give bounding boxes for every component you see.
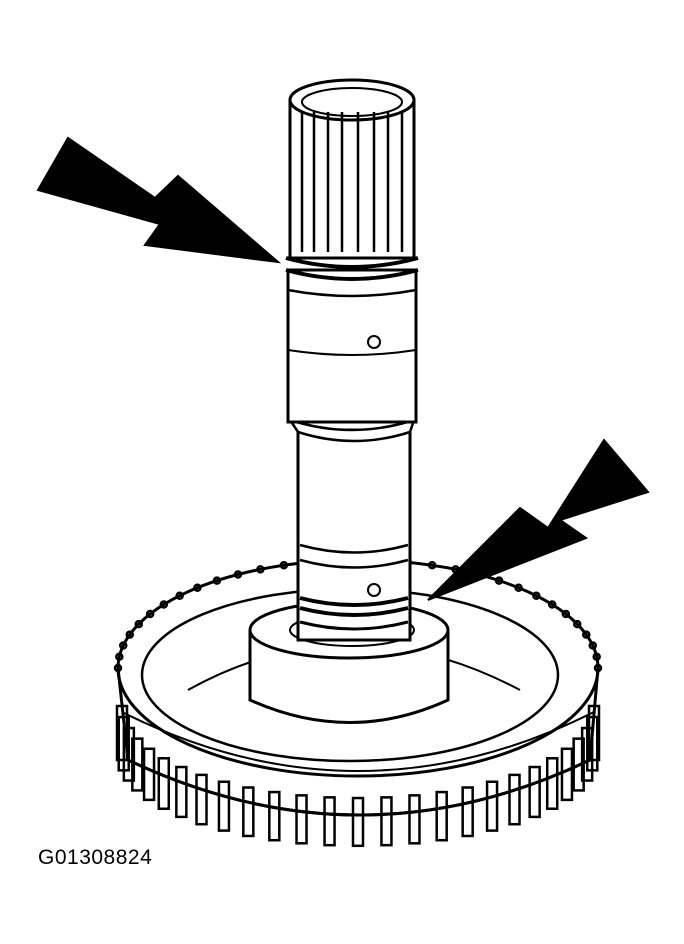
gear-tooth: [351, 796, 365, 848]
rim-bump: [588, 641, 598, 650]
arrow-lower: [427, 438, 650, 601]
gear-tooth: [323, 796, 336, 847]
rim-bump: [256, 565, 265, 574]
gear-teeth: [113, 555, 603, 848]
gear-tooth: [242, 786, 255, 838]
gear-tooth: [175, 765, 188, 819]
gear-tooth: [508, 773, 521, 826]
rim-bump: [113, 663, 123, 673]
arrow-upper: [36, 136, 282, 264]
gear-tooth: [295, 794, 308, 845]
rim-bump: [427, 561, 437, 570]
rim-bump: [118, 641, 128, 650]
gear-tooth: [587, 704, 601, 762]
rim-bump: [193, 583, 202, 592]
shaft-spline: [288, 98, 416, 260]
gear-tooth: [485, 780, 499, 832]
gear-tooth: [122, 726, 136, 782]
gear-tooth: [115, 704, 129, 762]
rim-bump: [494, 576, 504, 585]
rim-bump: [532, 591, 541, 600]
gear-tooth: [572, 737, 585, 792]
rim-bump: [592, 652, 601, 661]
rim-bump: [573, 619, 582, 629]
gear-tooth: [408, 794, 421, 845]
rim-bump: [547, 600, 557, 609]
rim-bump: [514, 583, 523, 592]
rim-bump: [175, 591, 184, 600]
gear-tooth: [560, 747, 574, 802]
rim-bump: [159, 600, 169, 609]
gear-tooth: [217, 780, 231, 832]
rim-bump: [134, 619, 143, 629]
rim-bump: [593, 663, 603, 673]
rim-bump: [145, 609, 155, 619]
shaft-top: [288, 78, 416, 122]
gear-tooth: [435, 790, 448, 842]
figure-id-label: G01308824: [38, 846, 153, 869]
rim-bump: [125, 630, 134, 639]
lower-oil-hole: [367, 583, 381, 597]
gear-tooth: [131, 737, 144, 792]
rim-bump: [212, 576, 222, 585]
upper-seal-ring: [285, 256, 419, 269]
rim-bump: [233, 570, 243, 579]
spline-lines: [300, 112, 404, 252]
upper-oil-hole: [367, 335, 381, 349]
gear-tooth: [586, 715, 599, 772]
gear-tooth: [380, 796, 393, 847]
gear-tooth: [528, 765, 541, 819]
lower-seal-ring: [299, 596, 409, 607]
rim-bump: [561, 609, 571, 619]
shaft: [285, 78, 419, 642]
rim-bump: [582, 630, 591, 639]
gear-tooth: [142, 747, 156, 802]
gear-tooth: [545, 757, 559, 810]
gear-tooth: [157, 757, 171, 810]
gear-tooth: [461, 786, 474, 838]
gear-tooth: [195, 773, 208, 826]
gear-tooth: [268, 790, 281, 842]
shaft-lower: [296, 428, 412, 642]
rim-bump: [279, 561, 289, 570]
rim-bump: [115, 652, 124, 661]
